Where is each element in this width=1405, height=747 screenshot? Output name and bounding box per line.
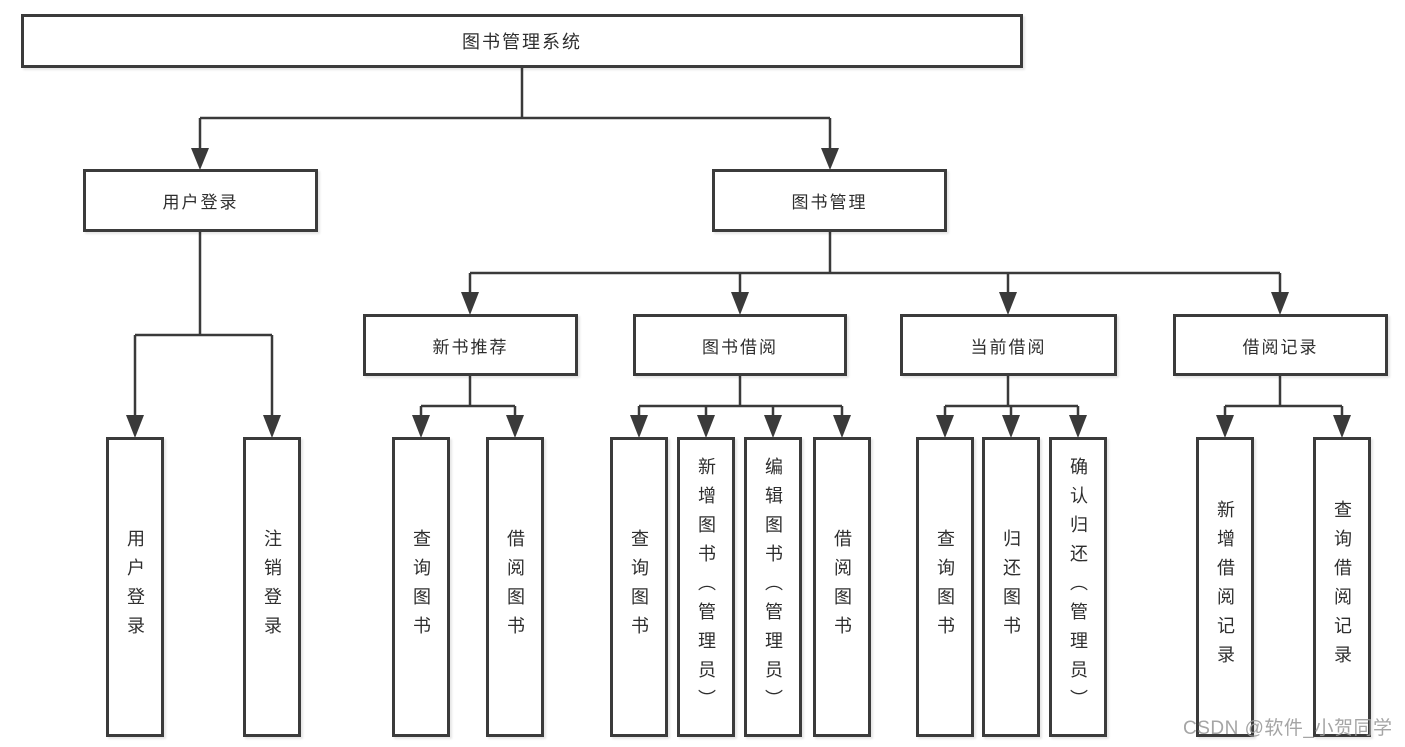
arrow-down-icon: [1002, 415, 1020, 438]
connector-bookborrow-to-leaves: [630, 376, 851, 438]
connector-root-to-level2: [191, 68, 839, 170]
leaf-query-borrow-record: 查询借阅记录: [1313, 437, 1371, 737]
node-label: 查询图书: [935, 529, 955, 645]
leaf-query-books-current: 查询图书: [916, 437, 974, 737]
node-current-borrow: 当前借阅: [900, 314, 1117, 376]
leaf-query-books-recommend: 查询图书: [392, 437, 450, 737]
node-label: 图书管理系统: [462, 32, 582, 52]
node-label: 注销登录: [262, 529, 282, 645]
node-label: 新书推荐: [432, 337, 509, 357]
node-label: 借阅图书: [832, 529, 852, 645]
leaf-borrow-books: 借阅图书: [813, 437, 871, 737]
arrow-down-icon: [263, 415, 281, 438]
node-label: 归还图书: [1001, 529, 1021, 645]
node-label: 用户登录: [162, 193, 239, 212]
arrow-down-icon: [191, 148, 209, 170]
arrow-down-icon: [731, 292, 749, 315]
node-label: 图书借阅: [702, 337, 778, 357]
node-label: 查询借阅记录: [1332, 500, 1352, 674]
arrow-down-icon: [1216, 415, 1234, 438]
arrow-down-icon: [936, 415, 954, 438]
node-label: 当前借阅: [970, 337, 1047, 357]
arrow-down-icon: [764, 415, 782, 438]
connector-bookmgmt-to-level3: [461, 232, 1289, 315]
node-label: 新增图书（管理员）: [696, 456, 716, 718]
node-label: 查询图书: [411, 529, 431, 645]
node-label: 借阅图书: [505, 529, 525, 645]
node-user-login: 用户登录: [83, 169, 318, 232]
arrow-down-icon: [833, 415, 851, 438]
leaf-logout: 注销登录: [243, 437, 301, 737]
arrow-down-icon: [630, 415, 648, 438]
arrow-down-icon: [461, 292, 479, 315]
node-label: 图书管理: [791, 193, 868, 212]
leaf-add-borrow-record: 新增借阅记录: [1196, 437, 1254, 737]
node-book-borrow: 图书借阅: [633, 314, 847, 376]
node-root: 图书管理系统: [21, 14, 1023, 68]
node-book-management: 图书管理: [712, 169, 947, 232]
leaf-query-books-borrow: 查询图书: [610, 437, 668, 737]
node-borrow-records: 借阅记录: [1173, 314, 1388, 376]
node-new-book-recommend: 新书推荐: [363, 314, 578, 376]
node-label: 借阅记录: [1242, 337, 1319, 357]
leaf-add-book-admin: 新增图书（管理员）: [677, 437, 735, 737]
node-label: 编辑图书（管理员）: [763, 456, 783, 718]
leaf-confirm-return-admin: 确认归还（管理员）: [1049, 437, 1107, 737]
node-label: 确认归还（管理员）: [1068, 456, 1088, 718]
arrow-down-icon: [412, 415, 430, 438]
leaf-user-login: 用户登录: [106, 437, 164, 737]
leaf-borrow-books-recommend: 借阅图书: [486, 437, 544, 737]
node-label: 用户登录: [125, 529, 145, 645]
arrow-down-icon: [697, 415, 715, 438]
connector-currentborrow-to-leaves: [936, 376, 1087, 438]
node-label: 新增借阅记录: [1215, 500, 1235, 674]
leaf-edit-book-admin: 编辑图书（管理员）: [744, 437, 802, 737]
arrow-down-icon: [1271, 292, 1289, 315]
connector-userlogin-to-leaves: [126, 232, 281, 438]
arrow-down-icon: [999, 292, 1017, 315]
arrow-down-icon: [506, 415, 524, 438]
arrow-down-icon: [1333, 415, 1351, 438]
leaf-return-book: 归还图书: [982, 437, 1040, 737]
arrow-down-icon: [821, 148, 839, 170]
connector-newbooks-to-leaves: [412, 376, 524, 438]
node-label: 查询图书: [629, 529, 649, 645]
arrow-down-icon: [126, 415, 144, 438]
arrow-down-icon: [1069, 415, 1087, 438]
connector-borrowrecords-to-leaves: [1216, 376, 1351, 438]
